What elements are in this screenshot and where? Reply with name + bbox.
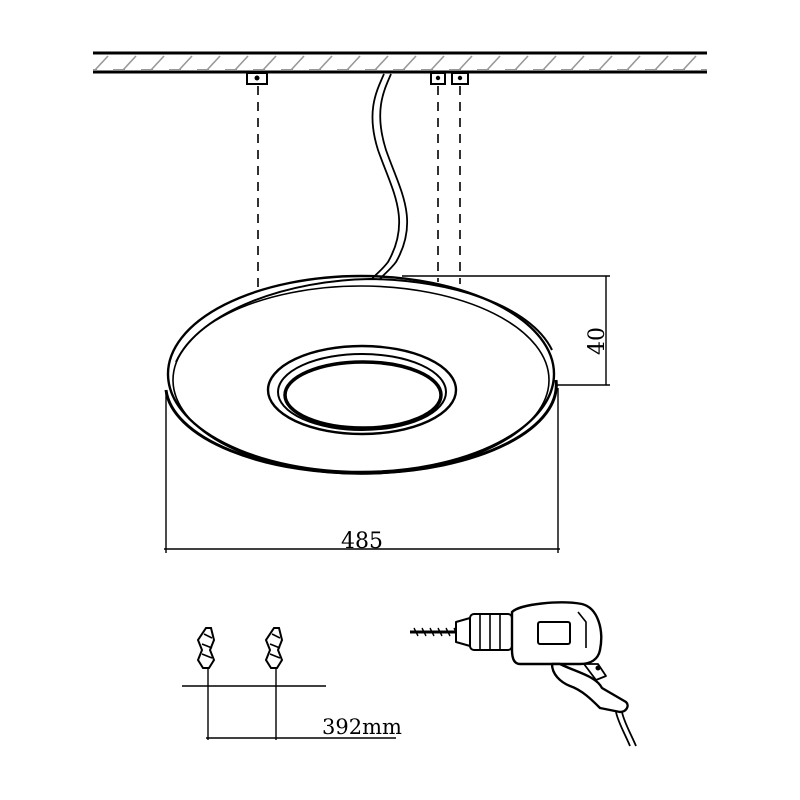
- power-drill-icon: [410, 601, 637, 747]
- diameter-label: 485: [341, 529, 383, 554]
- diameter-dimension: [164, 388, 560, 553]
- mounting-screw-right-b: [451, 72, 469, 85]
- wall-plug-left: [196, 627, 216, 740]
- alignment-dashed-lines: [257, 86, 461, 292]
- ceiling-light-icon: [164, 274, 558, 475]
- ceiling-hatch-icon: [93, 51, 707, 74]
- anchor-spacing-dimension: [182, 685, 396, 739]
- height-label: 40: [585, 327, 610, 355]
- mounting-screw-left: [246, 72, 268, 85]
- wall-plug-icon: [196, 627, 284, 740]
- power-cable: [371, 73, 409, 280]
- mounting-screw-right-a: [430, 72, 446, 85]
- height-dimension: [402, 275, 610, 386]
- anchor-spacing-label: 392mm: [322, 715, 402, 739]
- wall-plug-right: [264, 627, 284, 740]
